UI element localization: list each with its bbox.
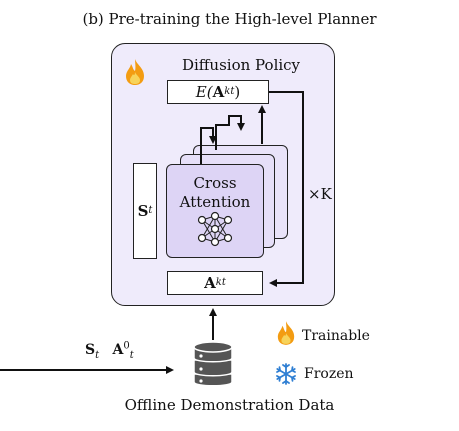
- top-box-suffix: ): [234, 83, 241, 101]
- legend-frozen-label: Frozen: [304, 366, 354, 382]
- database-icon: [193, 341, 233, 387]
- input-a-sub: t: [129, 349, 134, 361]
- panel-label: Diffusion Policy: [181, 56, 301, 74]
- flame-icon: [277, 321, 295, 345]
- loop-arrow-1: [200, 127, 217, 164]
- legend-trainable-label: Trainable: [302, 328, 370, 344]
- input-s-sub: t: [95, 349, 100, 361]
- input-a-sup: 0: [123, 340, 130, 352]
- cross-attention-label-line2: Attention: [179, 193, 251, 211]
- loop-arrow-2: [215, 115, 245, 150]
- snowflake-icon: [276, 363, 296, 385]
- bottom-box-symbol: A: [204, 274, 216, 292]
- figure-title: (b) Pre-training the High-level Planner: [82, 10, 377, 28]
- input-a-symbol: A: [112, 342, 124, 358]
- data-source-label: Offline Demonstration Data: [124, 396, 335, 414]
- top-box-prefix: E(: [195, 83, 213, 101]
- input-label: St A0t: [85, 340, 134, 361]
- cross-attention-label-line1: Cross: [193, 174, 237, 192]
- repeat-label: ×K: [308, 185, 332, 203]
- neural-network-icon: [197, 211, 233, 247]
- flame-icon: [126, 59, 144, 85]
- input-s-symbol: S: [85, 342, 96, 358]
- repeat-loop-arrow: [269, 91, 304, 287]
- top-box-symbol: A: [212, 83, 225, 101]
- state-box-symbol: S: [137, 202, 149, 220]
